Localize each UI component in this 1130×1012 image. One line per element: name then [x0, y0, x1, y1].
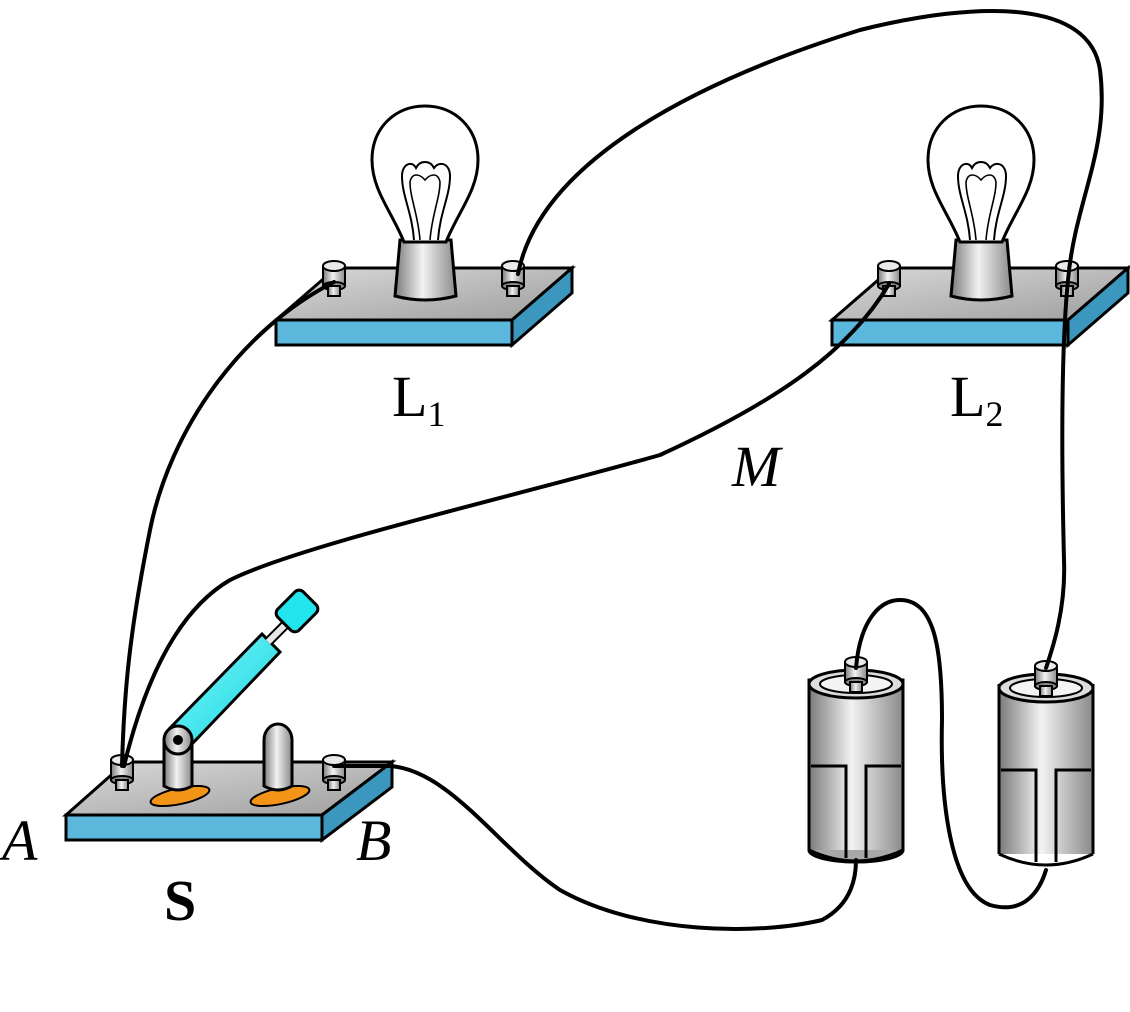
lamp-l2 — [827, 104, 1130, 349]
lamp-l1-bulb — [370, 104, 480, 302]
battery-left — [807, 656, 905, 864]
switch-contact-right — [249, 722, 311, 808]
wire-switch-b-to-battery-left — [332, 764, 858, 931]
wire-battery-left-to-battery-right — [854, 598, 1048, 910]
switch-lever[interactable] — [162, 588, 320, 756]
point-b-label: B — [356, 808, 391, 873]
wire-l1-right-to-battery-right — [516, 8, 1104, 670]
wire-l2-left-to-switch-a — [122, 282, 891, 768]
lamp-l1-label: L1 — [392, 364, 445, 434]
point-m-label: M — [731, 434, 783, 499]
switch-s — [62, 588, 397, 844]
wires — [120, 8, 1104, 931]
lamp-l1 — [271, 104, 577, 349]
wire-l1-left-to-switch-a — [120, 280, 336, 768]
switch-board — [62, 758, 397, 844]
lamp-l2-label: L2 — [950, 364, 1003, 434]
battery-right — [997, 660, 1095, 867]
switch-s-label: S — [164, 868, 196, 933]
lamp-l2-bulb — [926, 104, 1036, 302]
point-a-label: A — [0, 808, 38, 873]
